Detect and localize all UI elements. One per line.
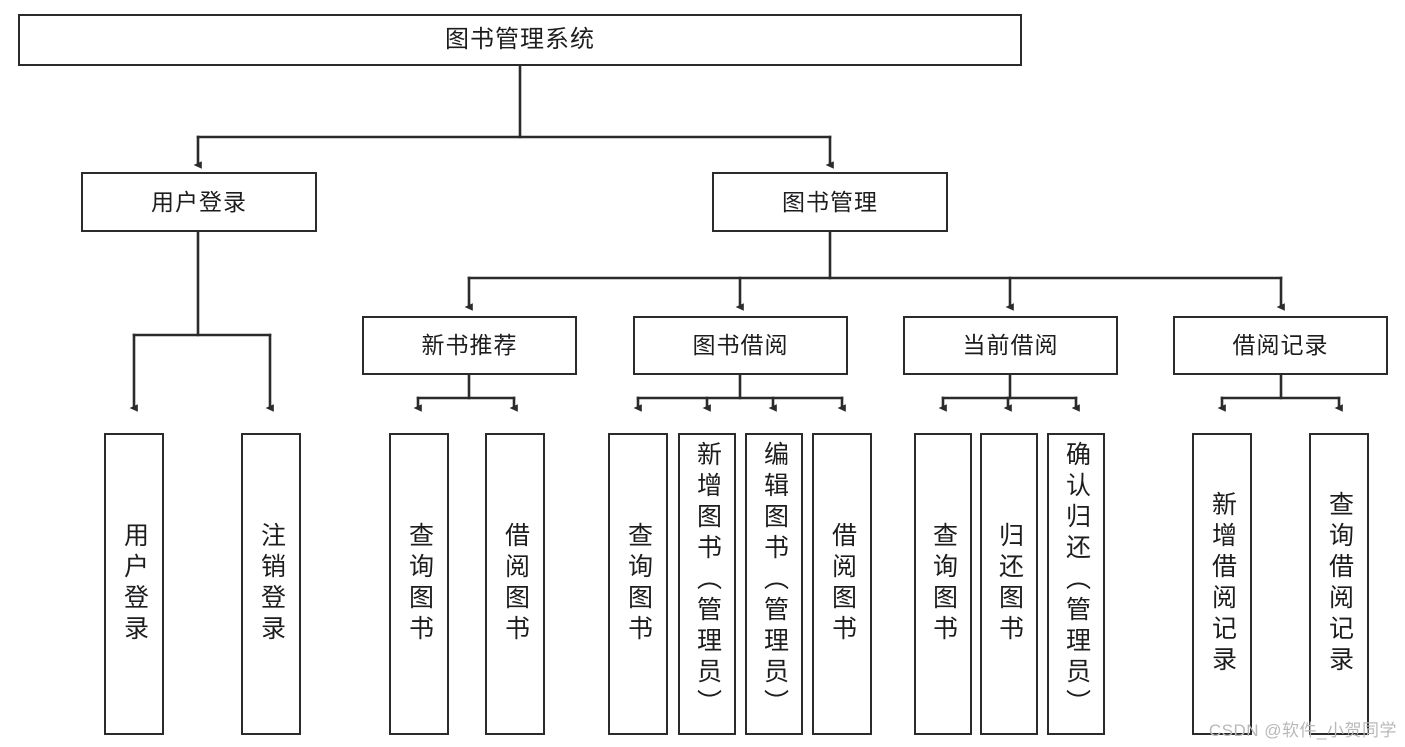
node-label: 当前借阅 — [962, 332, 1059, 359]
node-label: 用户登录 — [151, 188, 247, 215]
node-label: 查询借阅记录 — [1325, 491, 1354, 677]
node-label: 确认归还（管理员） — [1062, 441, 1091, 720]
leaf-current-return-book[interactable]: 归还图书 — [980, 433, 1038, 735]
node-label: 借阅图书 — [828, 522, 857, 646]
leaf-current-query-book[interactable]: 查询图书 — [914, 433, 972, 735]
leaf-borrow-borrow-book[interactable]: 借阅图书 — [812, 433, 872, 735]
node-label: 图书管理 — [782, 188, 878, 215]
leaf-recommend-query-book[interactable]: 查询图书 — [389, 433, 449, 735]
leaf-record-query-record[interactable]: 查询借阅记录 — [1309, 433, 1369, 735]
node-borrow-record[interactable]: 借阅记录 — [1173, 316, 1388, 375]
node-current-borrow[interactable]: 当前借阅 — [903, 316, 1118, 375]
node-label: 借阅图书 — [501, 522, 530, 646]
node-user-login[interactable]: 用户登录 — [81, 172, 317, 232]
node-book-borrow[interactable]: 图书借阅 — [633, 316, 848, 375]
node-label: 查询图书 — [929, 522, 958, 646]
node-label: 图书借阅 — [692, 332, 789, 359]
node-label: 新增图书（管理员） — [693, 441, 722, 720]
leaf-borrow-query-book[interactable]: 查询图书 — [608, 433, 668, 735]
node-label: 编辑图书（管理员） — [760, 441, 789, 720]
leaf-user-login-logout[interactable]: 注销登录 — [241, 433, 301, 735]
node-label: 注销登录 — [257, 522, 286, 646]
leaf-user-login-login[interactable]: 用户登录 — [104, 433, 164, 735]
node-label: 查询图书 — [624, 522, 653, 646]
node-new-book-recommend[interactable]: 新书推荐 — [362, 316, 577, 375]
node-label: 用户登录 — [120, 522, 149, 646]
node-book-management[interactable]: 图书管理 — [712, 172, 948, 232]
node-label: 借阅记录 — [1232, 332, 1329, 359]
node-label: 新书推荐 — [421, 332, 518, 359]
csdn-watermark: CSDN @软件_小贺同学 — [1208, 721, 1397, 740]
leaf-record-add-record[interactable]: 新增借阅记录 — [1192, 433, 1252, 735]
leaf-current-confirm-return-admin[interactable]: 确认归还（管理员） — [1047, 433, 1105, 735]
node-label: 查询图书 — [405, 522, 434, 646]
leaf-borrow-add-book-admin[interactable]: 新增图书（管理员） — [678, 433, 736, 735]
node-label: 新增借阅记录 — [1208, 491, 1237, 677]
node-root-system[interactable]: 图书管理系统 — [18, 14, 1022, 66]
node-label: 图书管理系统 — [445, 26, 595, 54]
leaf-recommend-borrow-book[interactable]: 借阅图书 — [485, 433, 545, 735]
node-label: 归还图书 — [995, 522, 1024, 646]
leaf-borrow-edit-book-admin[interactable]: 编辑图书（管理员） — [745, 433, 803, 735]
